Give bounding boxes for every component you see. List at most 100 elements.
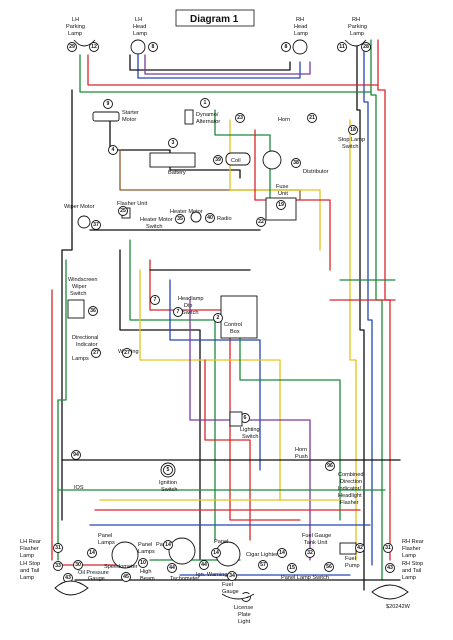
svg-text:IOS: IOS	[74, 485, 84, 491]
svg-text:Lamp: Lamp	[68, 31, 82, 37]
svg-text:56: 56	[326, 564, 332, 570]
svg-text:Fuel: Fuel	[222, 582, 233, 588]
wiper-motor: Wiper Motor 37	[64, 204, 101, 230]
horn: 23 Horn 21	[235, 113, 317, 123]
title-box	[175, 9, 255, 27]
coil-icon	[225, 152, 251, 166]
wire-brown	[119, 149, 301, 201]
svg-text:Control: Control	[224, 322, 242, 328]
svg-text:RH: RH	[352, 17, 360, 23]
svg-text:32: 32	[307, 550, 313, 556]
combined-direction-indicator: 96 Combined Direction Indicator/ Headlig…	[325, 461, 364, 506]
svg-text:Lamp: Lamp	[20, 553, 34, 559]
svg-text:Parking: Parking	[66, 24, 85, 30]
svg-text:Lamps: Lamps	[72, 356, 89, 362]
svg-text:Lighting: Lighting	[240, 427, 260, 433]
svg-text:Battery: Battery	[168, 170, 186, 176]
speedometer: Speedometer 45	[104, 541, 139, 582]
svg-text:27: 27	[124, 350, 130, 356]
windscreen-wiper-switch: Windscreen Wiper Switch 36	[67, 277, 98, 319]
svg-text:Box: Box	[230, 329, 240, 335]
svg-text:6: 6	[244, 415, 247, 421]
wire-red	[377, 39, 391, 561]
horn-push: Horn Push	[295, 447, 308, 460]
svg-text:40: 40	[207, 215, 213, 221]
svg-text:Panel: Panel	[138, 542, 152, 548]
svg-text:14: 14	[279, 550, 285, 556]
svg-text:RH Rear: RH Rear	[402, 539, 424, 545]
svg-text:7: 7	[154, 297, 157, 303]
svg-text:Head: Head	[294, 24, 307, 30]
svg-text:3: 3	[172, 140, 175, 146]
svg-text:RH: RH	[296, 17, 304, 23]
svg-text:22: 22	[258, 219, 264, 225]
radio: 40 Radio 22	[205, 213, 266, 227]
svg-text:Horn: Horn	[295, 447, 307, 453]
svg-text:8: 8	[285, 44, 288, 50]
starter-icon	[92, 111, 120, 122]
lamp-icon	[344, 39, 367, 47]
rh-rear-flasher-lamp: RH Rear Flasher Lamp 31	[383, 539, 424, 559]
svg-text:Fuel: Fuel	[345, 556, 356, 562]
svg-text:Gauge: Gauge	[222, 589, 239, 595]
svg-text:LH Stop: LH Stop	[20, 561, 40, 567]
fuel-gauge-tank-unit: Fuel Gauge Tank Unit 32	[302, 533, 331, 558]
svg-text:Speedometer: Speedometer	[104, 564, 138, 570]
plate-light-icon	[221, 593, 255, 600]
lh-parking-lamp: LH Parking Lamp 29 12	[66, 17, 99, 52]
svg-text:Combined: Combined	[338, 472, 364, 478]
svg-text:14: 14	[89, 550, 95, 556]
svg-text:Horn: Horn	[278, 117, 290, 123]
svg-text:29: 29	[69, 44, 75, 50]
svg-text:Windscreen: Windscreen	[68, 277, 98, 283]
speedometer-icon	[111, 541, 139, 569]
svg-text:Indicator: Indicator	[76, 342, 98, 348]
cigar-lighter: Cigar Lighter 57 14	[246, 548, 287, 570]
svg-text:Wiper: Wiper	[72, 284, 87, 290]
ios-marker: IOS	[74, 485, 84, 491]
svg-text:Light: Light	[238, 619, 251, 625]
svg-text:Heater Motor: Heater Motor	[140, 217, 173, 223]
svg-text:37: 37	[93, 222, 99, 228]
svg-text:4: 4	[112, 147, 115, 153]
wire-black	[61, 89, 73, 521]
svg-text:28: 28	[363, 44, 369, 50]
wire-red	[87, 54, 379, 86]
panel-lamp-switch: 15 Panel Lamp Switch 56	[281, 562, 334, 581]
battery-icon	[149, 152, 196, 168]
svg-text:2: 2	[217, 315, 220, 321]
svg-text:$20242W: $20242W	[386, 604, 411, 610]
svg-text:23: 23	[237, 115, 243, 121]
svg-text:Stop Lamp: Stop Lamp	[338, 137, 365, 143]
svg-text:Headlight: Headlight	[338, 493, 362, 499]
flasher-unit: Flasher Unit 25	[117, 201, 148, 219]
lh-head-lamp: LH Head Lamp 8	[130, 17, 158, 55]
svg-text:Switch: Switch	[161, 487, 177, 493]
svg-text:43: 43	[65, 575, 71, 581]
rh-parking-lamp: RH Parking Lamp 11 28	[337, 17, 371, 52]
svg-text:Head: Head	[133, 24, 146, 30]
svg-text:Switch: Switch	[242, 434, 258, 440]
wire-green	[57, 259, 67, 561]
svg-text:Switch: Switch	[182, 310, 198, 316]
svg-text:31: 31	[385, 545, 391, 551]
coil: 39 Coil	[213, 152, 251, 166]
callout-8	[148, 42, 158, 52]
svg-text:Switch: Switch	[146, 224, 162, 230]
oil-pressure-gauge: Panel Lamps 14 30 Oil Pressure Gauge	[73, 533, 115, 582]
wire-black	[119, 249, 201, 561]
svg-text:11: 11	[339, 44, 345, 50]
svg-text:Wiper Motor: Wiper Motor	[64, 204, 95, 210]
svg-text:57: 57	[260, 562, 266, 568]
stop-lamp-switch: 18 Stop Lamp Switch	[338, 125, 365, 150]
svg-text:Flasher Unit: Flasher Unit	[117, 201, 148, 207]
svg-text:and Tail: and Tail	[402, 568, 421, 574]
rh-head-lamp: RH Head Lamp 8	[281, 17, 308, 55]
svg-text:43: 43	[387, 565, 393, 571]
svg-text:10: 10	[140, 560, 146, 566]
headlamp-icon	[292, 39, 308, 55]
fuel-gauge: Panel 14 34 Fuel Gauge	[211, 539, 241, 595]
svg-text:94: 94	[73, 452, 79, 458]
svg-text:19: 19	[278, 202, 284, 208]
headlamp-dip-switch: 7 Headlamp Dip Switch 7	[150, 295, 204, 317]
